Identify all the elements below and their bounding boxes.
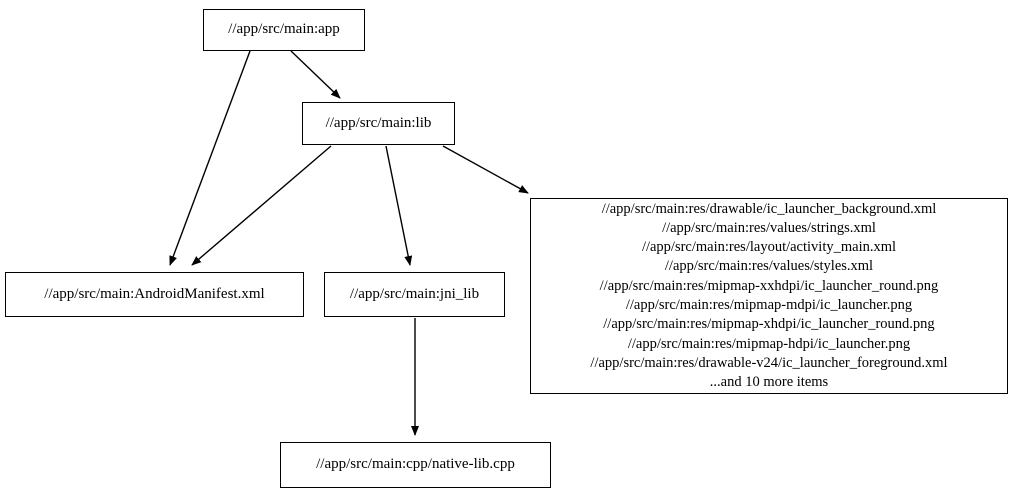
edge-app-to-androidmanifest xyxy=(169,50,251,266)
edge-lib-to-jni-lib xyxy=(385,145,413,266)
node-app-label: //app/src/main:app xyxy=(228,21,340,38)
node-res-group[interactable]: //app/src/main:res/drawable/ic_launcher_… xyxy=(530,198,1008,394)
node-jni-lib[interactable]: //app/src/main:jni_lib xyxy=(324,272,505,317)
node-app[interactable]: //app/src/main:app xyxy=(203,9,365,51)
node-native-lib-cpp-label: //app/src/main:cpp/native-lib.cpp xyxy=(316,456,515,473)
node-android-manifest[interactable]: //app/src/main:AndroidManifest.xml xyxy=(5,272,304,317)
edge-lib-to-res-group xyxy=(442,145,529,194)
node-jni-lib-label: //app/src/main:jni_lib xyxy=(349,285,480,302)
node-native-lib-cpp[interactable]: //app/src/main:cpp/native-lib.cpp xyxy=(280,442,551,488)
node-lib[interactable]: //app/src/main:lib xyxy=(302,102,455,145)
edge-lib-to-androidmanifest xyxy=(191,145,332,266)
node-res-group-label: //app/src/main:res/drawable/ic_launcher_… xyxy=(590,200,948,391)
edge-app-to-lib xyxy=(290,50,341,99)
node-lib-label: //app/src/main:lib xyxy=(325,114,432,131)
node-android-manifest-label: //app/src/main:AndroidManifest.xml xyxy=(44,285,265,302)
